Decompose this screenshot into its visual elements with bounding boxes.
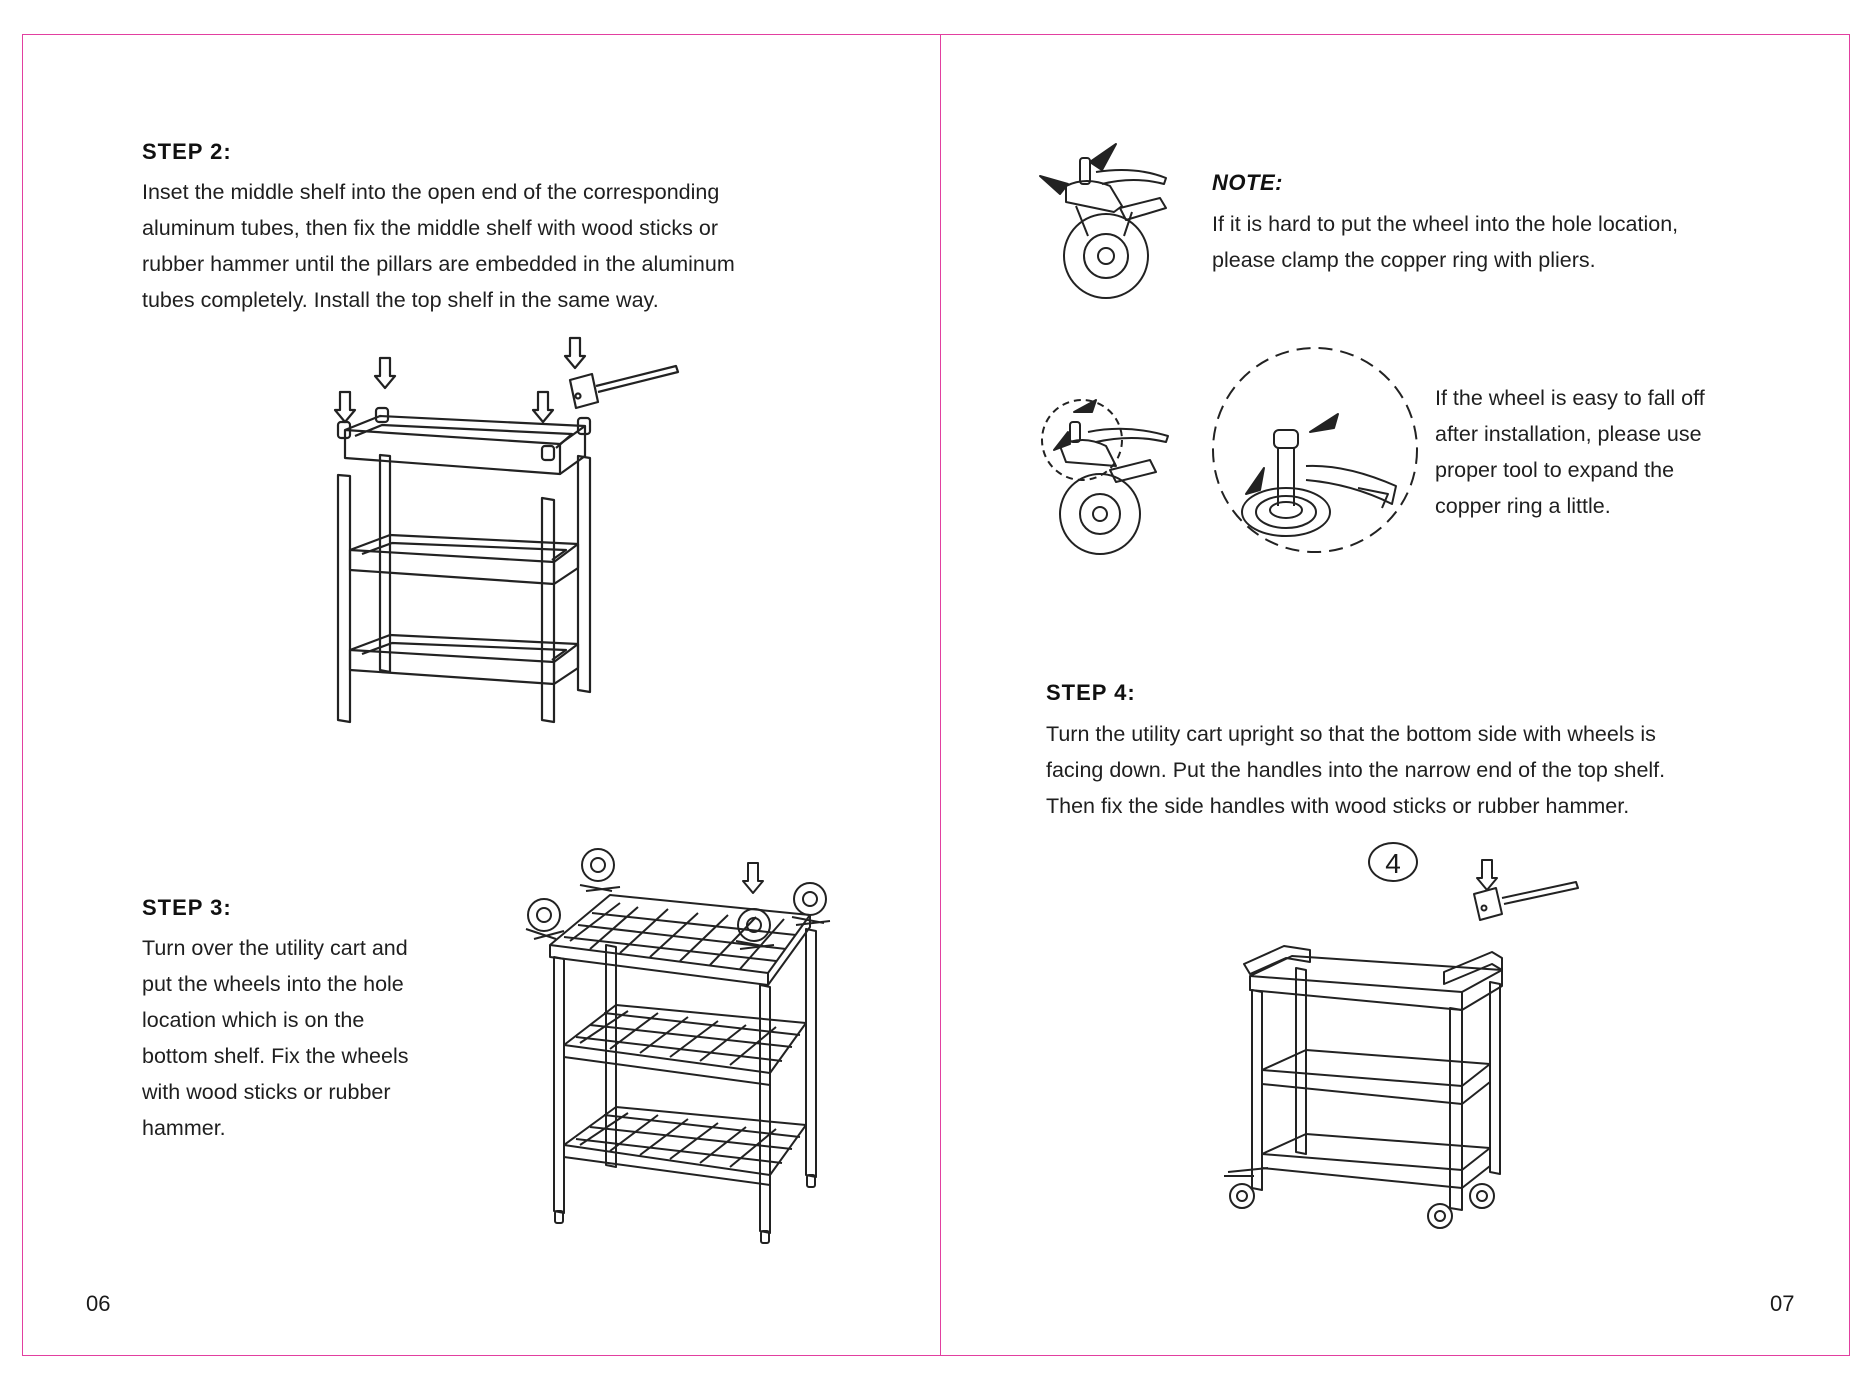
page-border <box>22 34 1850 1356</box>
step4-callout-number: 4 <box>1368 842 1418 882</box>
down-arrow-icon <box>563 336 587 370</box>
assembled-utility-cart <box>1224 859 1579 1229</box>
note2-line: copper ring a little. <box>1435 494 1611 518</box>
down-arrow-icon <box>333 390 357 424</box>
step4-heading: STEP 4: <box>1046 680 1136 705</box>
step2-text: Inset the middle shelf into the open end… <box>142 174 735 318</box>
step3-text: Turn over the utility cart and put the w… <box>142 930 408 1146</box>
step4-line: Turn the utility cart upright so that th… <box>1046 722 1656 746</box>
shelf-assembly-diagram <box>333 336 680 724</box>
down-arrow-icon <box>531 390 555 424</box>
step2-line: rubber hammer until the pillars are embe… <box>142 252 735 276</box>
wheel-icon <box>1469 1183 1495 1209</box>
note-text: If it is hard to put the wheel into the … <box>1212 206 1678 278</box>
wheel-icon <box>1229 1183 1255 1209</box>
wheel-icon <box>1427 1203 1453 1229</box>
down-arrow-icon <box>373 356 397 390</box>
note2-line: If the wheel is easy to fall off <box>1435 386 1705 410</box>
step3-line: with wood sticks or rubber <box>142 1080 391 1104</box>
step3-line: location which is on the <box>142 1008 365 1032</box>
hammer-icon <box>568 364 680 410</box>
page-divider <box>940 34 941 1356</box>
step4-line: Then fix the side handles with wood stic… <box>1046 794 1630 818</box>
step2-line: aluminum tubes, then fix the middle shel… <box>142 216 718 240</box>
hammer-icon <box>1473 881 1579 921</box>
step2-line: Inset the middle shelf into the open end… <box>142 180 720 204</box>
page-number-right: 07 <box>1770 1291 1795 1316</box>
note2-text: If the wheel is easy to fall off after i… <box>1435 380 1705 524</box>
caster-wheel-with-pliers <box>1039 143 1167 299</box>
page-number-left: 06 <box>86 1291 111 1316</box>
step3-line: Turn over the utility cart and <box>142 936 408 960</box>
upside-down-cart-with-wheels <box>525 848 831 1244</box>
down-arrow-icon <box>1476 859 1498 891</box>
note2-line: after installation, please use <box>1435 422 1702 446</box>
note-line: please clamp the copper ring with pliers… <box>1212 248 1596 272</box>
wheel-icon <box>579 848 621 892</box>
step3-heading: STEP 3: <box>142 895 232 920</box>
step3-line: bottom shelf. Fix the wheels <box>142 1044 409 1068</box>
step4-text: Turn the utility cart upright so that th… <box>1046 716 1665 824</box>
note2-line: proper tool to expand the <box>1435 458 1675 482</box>
step3-line: put the wheels into the hole <box>142 972 404 996</box>
note-heading: NOTE: <box>1212 170 1283 195</box>
step4-line: facing down. Put the handles into the na… <box>1046 758 1666 782</box>
note-line: If it is hard to put the wheel into the … <box>1212 212 1679 236</box>
down-arrow-icon <box>742 862 764 894</box>
step2-line: tubes completely. Install the top shelf … <box>142 288 659 312</box>
step2-heading: STEP 2: <box>142 139 232 164</box>
wheel-icon <box>525 898 565 940</box>
caster-wheel-detail-zoom <box>1041 347 1418 555</box>
step3-line: hammer. <box>142 1116 226 1140</box>
